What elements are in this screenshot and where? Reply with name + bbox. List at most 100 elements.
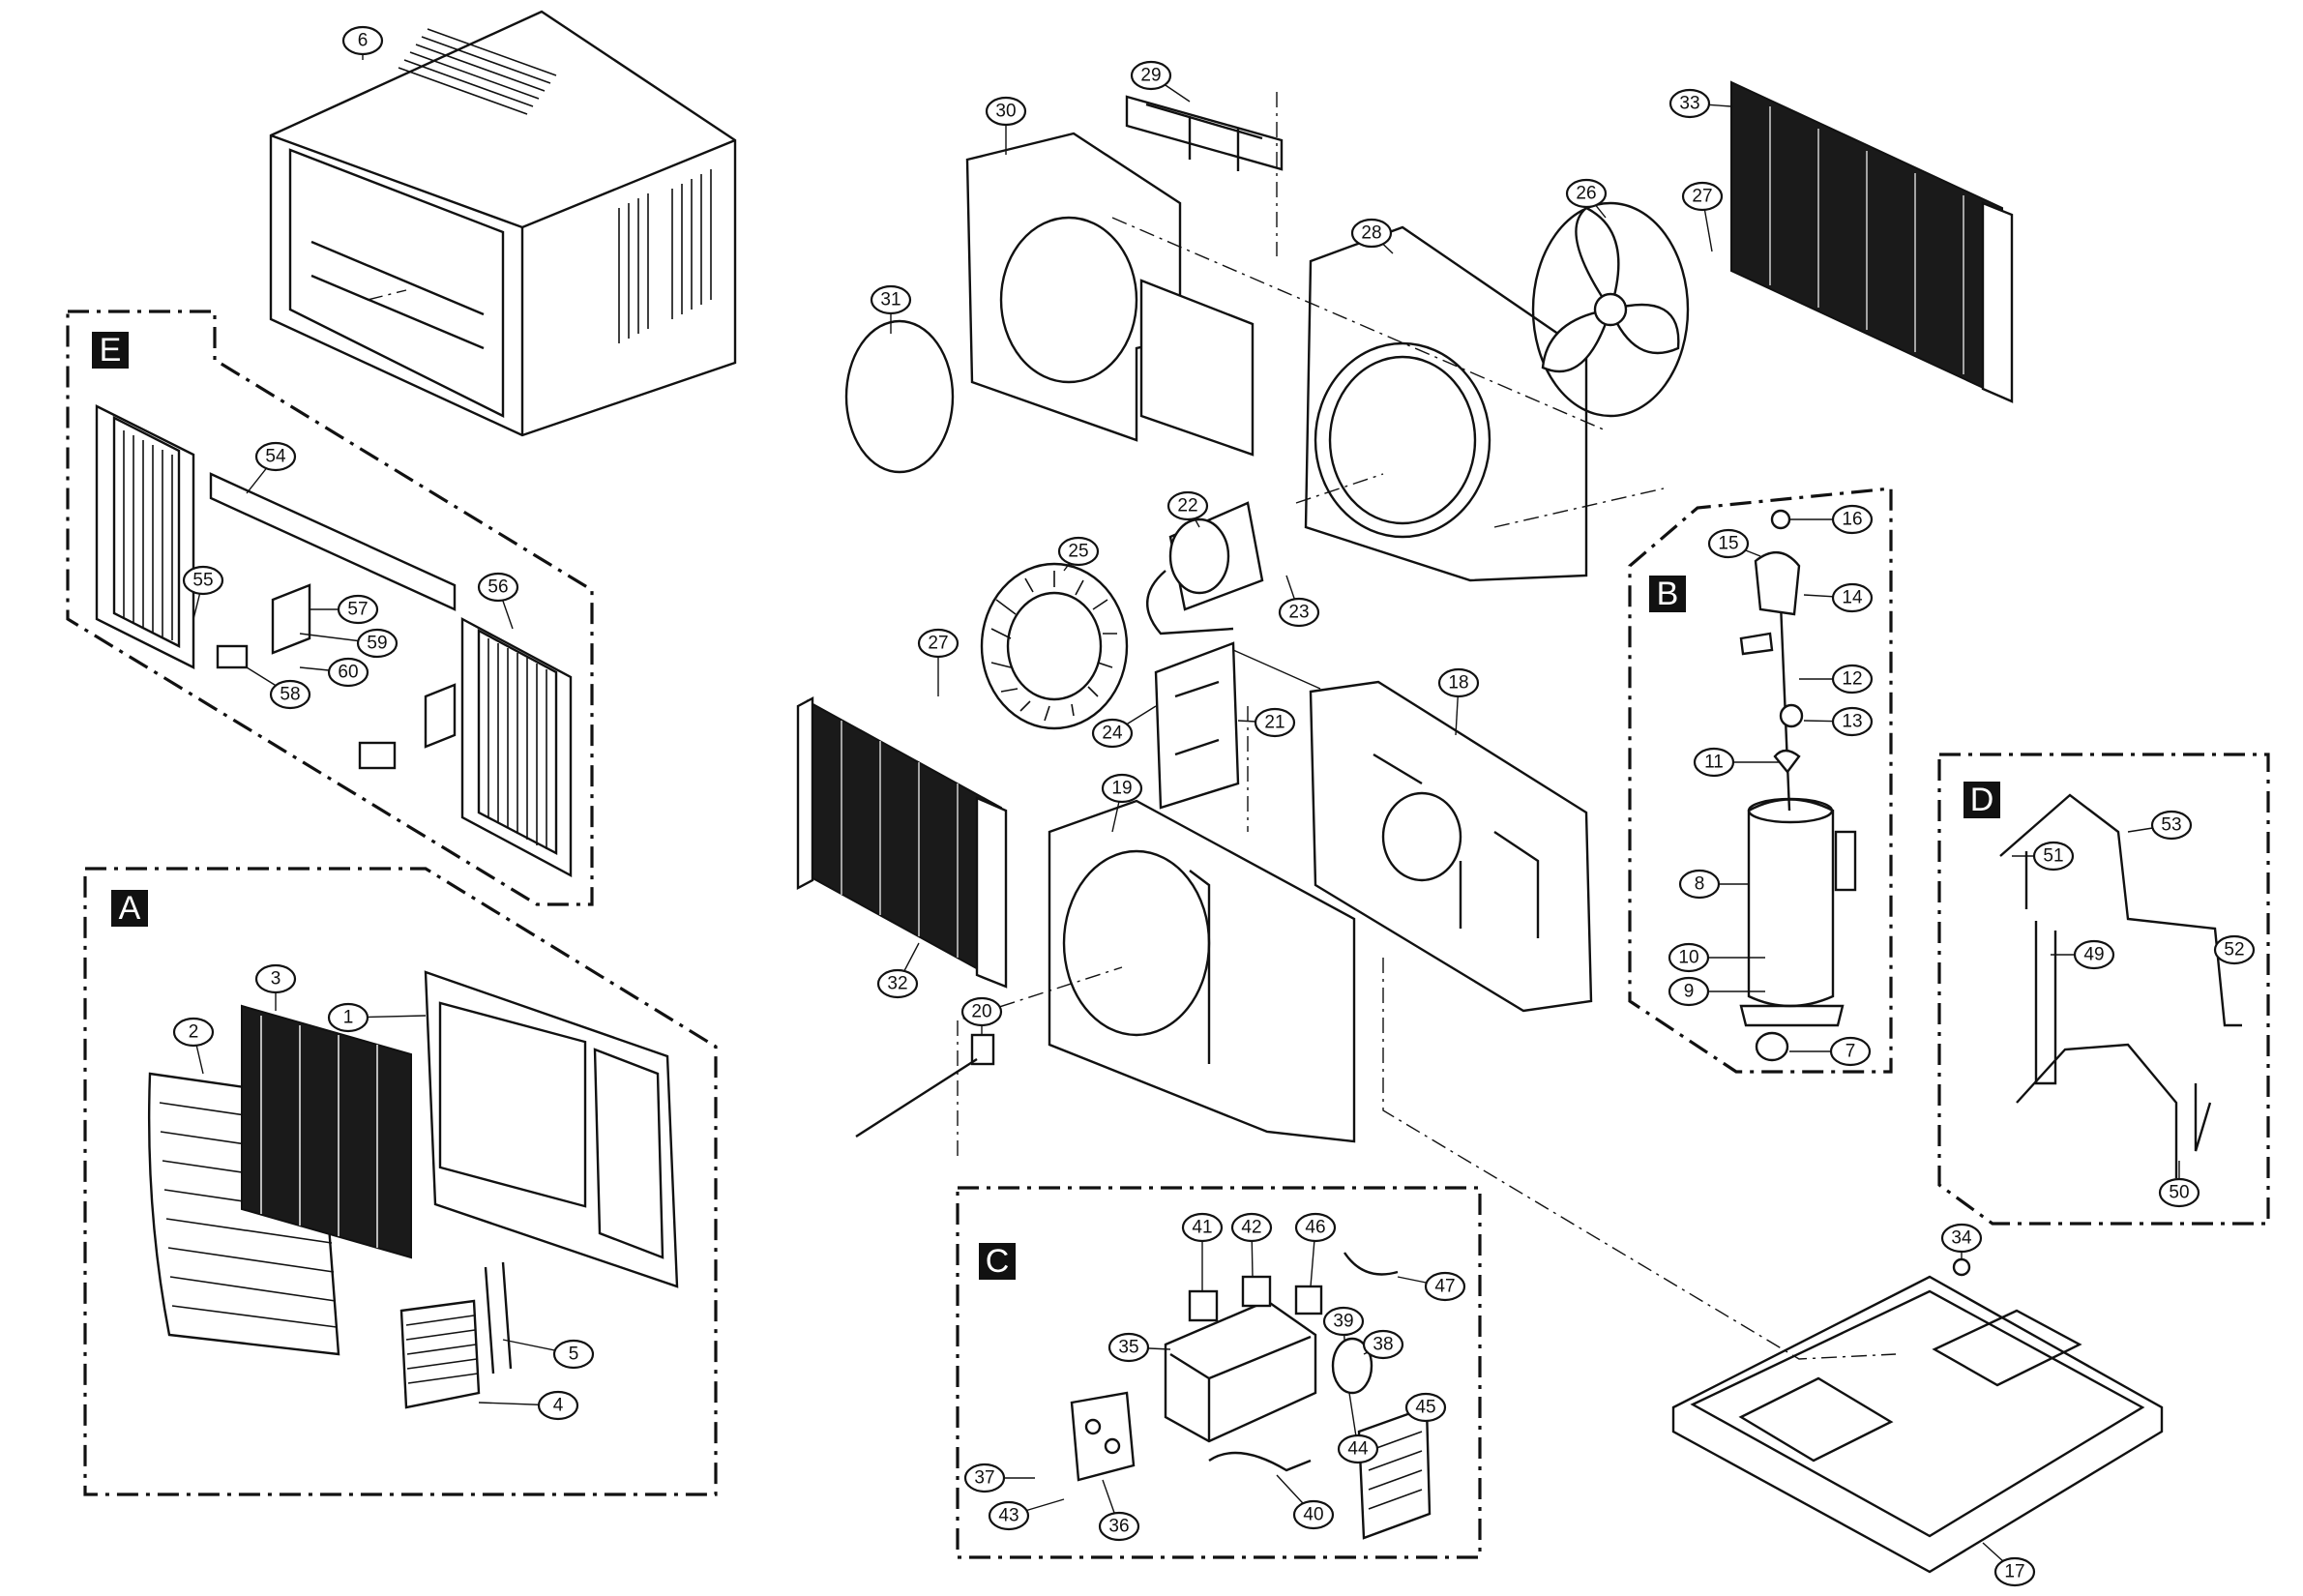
callout-bubble xyxy=(1057,536,1100,567)
callout-42: 42 xyxy=(1230,1212,1273,1278)
callout-31: 31 xyxy=(870,284,912,334)
callout-number: 56 xyxy=(487,577,508,598)
callout-number: 42 xyxy=(1241,1218,1261,1238)
air-orifice-housing xyxy=(1048,799,1356,1143)
callout-bubble xyxy=(1107,1332,1150,1363)
callout-50: 50 xyxy=(2158,1161,2200,1208)
callout-bubble xyxy=(870,284,912,315)
callout-number: 26 xyxy=(1576,184,1596,204)
callout-number: 53 xyxy=(2161,815,2181,836)
callout-29: 29 xyxy=(1130,60,1191,103)
callout-14: 14 xyxy=(1803,582,1874,613)
callout-22: 22 xyxy=(1166,490,1209,528)
callout-bubble xyxy=(327,657,369,688)
callout-number: 52 xyxy=(2224,940,2244,961)
callout-bubble xyxy=(341,25,384,56)
callout-bubble xyxy=(1668,942,1710,973)
control-box xyxy=(1070,1252,1432,1540)
callout-33: 33 xyxy=(1668,88,1732,119)
compressor-terminal-parts xyxy=(1739,509,1804,774)
callout-number: 29 xyxy=(1140,66,1161,86)
air-filter xyxy=(241,1004,412,1259)
callout-34: 34 xyxy=(1940,1223,1983,1259)
callout-bubble xyxy=(1278,597,1320,628)
cabinet-top-vent xyxy=(398,28,557,115)
callout-number: 1 xyxy=(343,1008,354,1028)
callout-21: 21 xyxy=(1237,707,1296,738)
callout-number: 35 xyxy=(1118,1338,1138,1358)
motor-bracket xyxy=(1154,641,1240,810)
callout-bubble xyxy=(2213,934,2256,965)
callout-bubble xyxy=(1829,1036,1872,1067)
callout-bubble xyxy=(1294,1212,1337,1243)
callout-number: 46 xyxy=(1305,1218,1325,1238)
callout-bubble xyxy=(988,1500,1030,1531)
callout-bubble xyxy=(254,963,297,994)
callout-bubble xyxy=(876,968,919,999)
curtain-rail-part xyxy=(209,472,457,611)
callout-number: 31 xyxy=(880,290,901,310)
section-d-group: D xyxy=(1937,753,2270,1226)
callout-number: 33 xyxy=(1679,94,1699,114)
callout-27: 27 xyxy=(917,628,960,696)
callout-bubble xyxy=(985,96,1027,127)
callout-49: 49 xyxy=(2051,939,2115,970)
callout-45: 45 xyxy=(1404,1392,1447,1423)
callout-number: 38 xyxy=(1373,1335,1393,1355)
condenser-coil xyxy=(1730,80,2014,403)
callout-number: 18 xyxy=(1448,673,1468,694)
callout-11: 11 xyxy=(1693,747,1780,778)
callout-60: 60 xyxy=(299,657,369,688)
callout-number: 17 xyxy=(2004,1562,2024,1582)
section-e-box xyxy=(92,332,129,369)
callout-59: 59 xyxy=(299,628,399,659)
callout-15: 15 xyxy=(1707,528,1761,559)
callout-25: 25 xyxy=(1057,536,1100,572)
callout-bubble xyxy=(269,679,311,710)
side-curtain-right xyxy=(460,616,573,878)
condenser-fan xyxy=(1531,201,1690,418)
callout-number: 11 xyxy=(1704,753,1724,773)
callout-number: 3 xyxy=(271,969,281,990)
callout-number: 44 xyxy=(1347,1439,1369,1460)
callout-bubble xyxy=(537,1390,579,1421)
callout-4: 4 xyxy=(478,1390,579,1421)
callout-13: 13 xyxy=(1803,706,1874,737)
callout-number: 9 xyxy=(1684,982,1695,1002)
section-c-box xyxy=(979,1243,1016,1280)
callout-bubble xyxy=(1831,504,1874,535)
callout-1: 1 xyxy=(327,1002,427,1033)
callout-6: 6 xyxy=(341,25,384,60)
assembly-lines xyxy=(367,92,1897,1360)
callout-number: 43 xyxy=(998,1506,1019,1526)
section-e-label: E xyxy=(100,332,122,369)
section-a-label: A xyxy=(119,890,141,927)
bracket-part xyxy=(1125,95,1284,171)
callout-number: 34 xyxy=(1951,1228,1972,1249)
callout-number: 47 xyxy=(1434,1277,1455,1297)
cabinet-side-vents xyxy=(618,169,712,343)
callout-40: 40 xyxy=(1276,1474,1335,1530)
section-e-group: E xyxy=(66,310,594,906)
callout-number: 12 xyxy=(1842,669,1862,690)
callout-number: 27 xyxy=(928,634,948,654)
callout-36: 36 xyxy=(1098,1479,1140,1542)
callout-bubble xyxy=(1565,178,1608,209)
callout-16: 16 xyxy=(1789,504,1874,535)
callout-bubble xyxy=(960,996,1003,1027)
callout-2: 2 xyxy=(172,1017,215,1075)
callout-27: 27 xyxy=(1681,181,1724,252)
callout-number: 4 xyxy=(553,1396,564,1416)
callout-28: 28 xyxy=(1350,218,1394,254)
callout-bubble xyxy=(917,628,960,659)
callout-bubble xyxy=(1831,664,1874,695)
callout-bubble xyxy=(1437,667,1480,698)
base-pan xyxy=(1671,1257,2164,1574)
callout-3: 3 xyxy=(254,963,297,1011)
callout-number: 20 xyxy=(971,1002,991,1022)
callout-number: 14 xyxy=(1842,588,1863,608)
callout-bubble xyxy=(963,1463,1006,1493)
callout-bubble xyxy=(1707,528,1750,559)
side-curtain-left xyxy=(95,404,195,669)
